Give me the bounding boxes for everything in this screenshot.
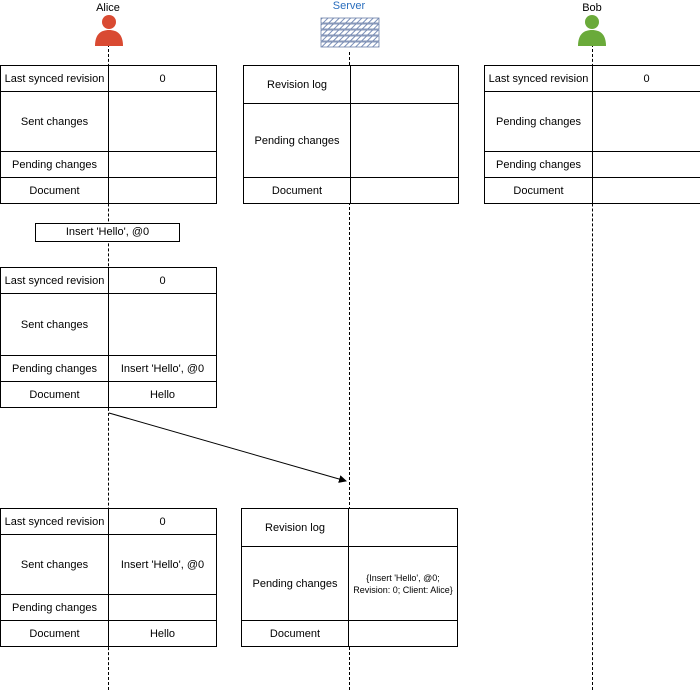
alice-to-server-arrow <box>108 412 347 483</box>
document-value: Hello <box>108 381 217 408</box>
sent-changes-label: Sent changes <box>0 293 109 356</box>
pending-changes-label: Pending changes <box>0 355 109 382</box>
last-synced-value: 0 <box>592 65 700 92</box>
bob-lifeline <box>592 34 593 690</box>
last-synced-value: 0 <box>108 508 217 535</box>
pending-changes-value: Insert 'Hello', @0 <box>108 355 217 382</box>
pending-changes-value <box>350 103 459 178</box>
operation-box: Insert 'Hello', @0 <box>35 223 180 242</box>
alice-label: Alice <box>96 2 120 14</box>
alice-state-table-3: Last synced revision 0 Sent changes Inse… <box>0 508 217 647</box>
pending-changes-label: Pending changes <box>0 594 109 621</box>
last-synced-label: Last synced revision <box>0 508 109 535</box>
alice-state-table-1: Last synced revision 0 Sent changes Pend… <box>0 65 217 204</box>
document-label: Document <box>0 381 109 408</box>
revision-log-label: Revision log <box>243 65 351 104</box>
pending-changes-value <box>108 151 217 178</box>
document-label: Document <box>243 177 351 204</box>
server-lifeline <box>349 52 350 690</box>
last-synced-value: 0 <box>108 267 217 294</box>
person-icon <box>95 15 123 46</box>
document-label: Document <box>0 177 109 204</box>
alice-state-table-2: Last synced revision 0 Sent changes Pend… <box>0 267 217 408</box>
sent-changes-value: Insert 'Hello', @0 <box>108 534 217 595</box>
sent-changes-label: Sent changes <box>0 91 109 152</box>
server-state-table-2: Revision log Pending changes {Insert 'He… <box>241 508 458 647</box>
last-synced-label: Last synced revision <box>0 267 109 294</box>
pending-changes-value-line1: {Insert 'Hello', @0; <box>366 572 440 583</box>
server-state-table-1: Revision log Pending changes Document <box>243 65 459 204</box>
pending-changes-value <box>592 91 700 152</box>
document-value: Hello <box>108 620 217 647</box>
sent-changes-value <box>108 293 217 356</box>
pending-changes-label: Pending changes <box>484 91 593 152</box>
sent-changes-value <box>108 91 217 152</box>
bob-state-table-1: Last synced revision 0 Pending changes P… <box>484 65 700 204</box>
bob-label: Bob <box>582 2 602 14</box>
last-synced-label: Last synced revision <box>0 65 109 92</box>
revision-log-value <box>350 65 459 104</box>
pending-changes-value-line2: Revision: 0; Client: Alice} <box>353 584 453 595</box>
document-label: Document <box>0 620 109 647</box>
pending-changes-value: {Insert 'Hello', @0; Revision: 0; Client… <box>348 546 458 621</box>
pending-changes-label: Pending changes <box>243 103 351 178</box>
server-icon <box>320 17 380 48</box>
pending-changes-label: Pending changes <box>0 151 109 178</box>
pending-changes-label: Pending changes <box>484 151 593 178</box>
person-icon <box>578 15 606 46</box>
document-value <box>108 177 217 204</box>
last-synced-value: 0 <box>108 65 217 92</box>
document-value <box>592 177 700 204</box>
revision-log-value <box>348 508 458 547</box>
document-value <box>348 620 458 647</box>
document-value <box>350 177 459 204</box>
server-label: Server <box>332 0 366 12</box>
